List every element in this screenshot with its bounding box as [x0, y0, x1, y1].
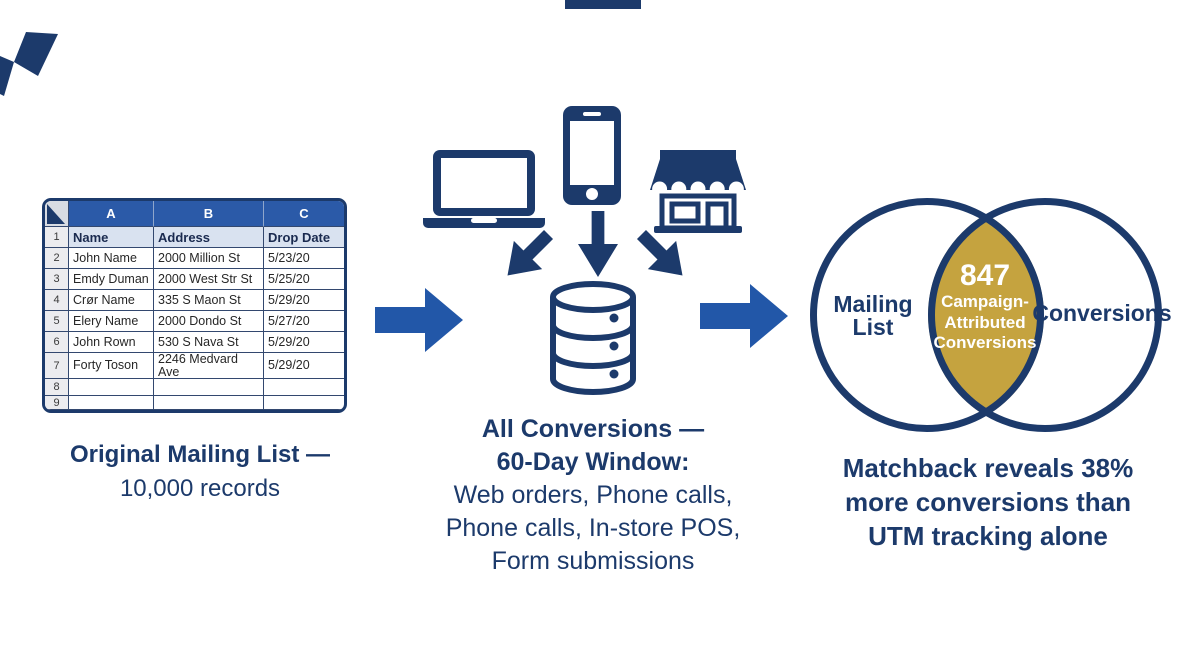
field-header-cell: Drop Date: [264, 227, 344, 248]
venn-left-label-line: Mailing: [833, 291, 913, 317]
caption-line: Matchback reveals 38%: [842, 453, 1134, 483]
data-cell: [69, 379, 154, 396]
data-cell: [154, 379, 264, 396]
smartphone-icon: [563, 106, 621, 205]
venn-intersection-label: 847 Campaign- Attributed Conversions: [924, 260, 1046, 354]
data-cell: [264, 379, 344, 396]
data-cell: Crør Name: [69, 290, 154, 311]
data-cell: 5/23/20: [264, 248, 344, 269]
venn-left-label: Mailing List: [818, 293, 928, 339]
flow-arrow-left: [375, 288, 463, 352]
row-number: 4: [45, 290, 69, 311]
field-header-cell: Address: [154, 227, 264, 248]
venn-intersection-shape: [928, 214, 1044, 416]
top-bar-decoration: [565, 0, 641, 9]
column-letter: A: [69, 201, 154, 227]
data-cell: 5/25/20: [264, 269, 344, 290]
caption-line: All Conversions —: [481, 415, 705, 443]
intersection-label-line: Attributed: [944, 312, 1026, 332]
row-number: 6: [45, 332, 69, 353]
mailing-list-caption: Original Mailing List — 10,000 records: [20, 438, 380, 506]
column-letter: C: [264, 201, 344, 227]
venn-left-circle: [810, 198, 1044, 432]
laptop-icon: [423, 150, 545, 228]
intersection-label-line: Conversions: [933, 333, 1037, 352]
row-number: 3: [45, 269, 69, 290]
data-cell: 5/29/20: [264, 290, 344, 311]
field-header-cell: Name: [69, 227, 154, 248]
intersection-label-line: Campaign-: [941, 292, 1029, 311]
data-cell: 2000 Million St: [154, 248, 264, 269]
data-cell: John Name: [69, 248, 154, 269]
matchback-caption: Matchback reveals 38% more conversions t…: [813, 451, 1163, 553]
data-cell: 5/29/20: [264, 332, 344, 353]
data-cell: [154, 396, 264, 410]
row-number: 7: [45, 353, 69, 379]
data-cell: 5/29/20: [264, 353, 344, 379]
caption-line: more conversions than: [844, 487, 1132, 517]
conversions-caption: All Conversions — 60-Day Window: Web ord…: [408, 413, 778, 578]
caption-line: Phone calls, In-store POS,: [445, 514, 741, 542]
caption-line: Original Mailing List —: [69, 441, 330, 468]
row-number: 5: [45, 311, 69, 332]
storefront-icon: [650, 150, 746, 233]
row-number: 9: [45, 396, 69, 410]
data-cell: 335 S Maon St: [154, 290, 264, 311]
caption-line: 60-Day Window:: [496, 448, 690, 476]
caption-line: UTM tracking alone: [868, 521, 1108, 551]
data-cell: Emdy Duman: [69, 269, 154, 290]
data-cell: Forty Toson: [69, 353, 154, 379]
row-number: 1: [45, 227, 69, 248]
caption-line: Web orders, Phone calls,: [453, 481, 733, 509]
corner-triangle: [47, 204, 65, 224]
row-number: 2: [45, 248, 69, 269]
database-icon: [550, 281, 636, 395]
laptop-to-database-arrow: [507, 229, 554, 276]
data-cell: Elery Name: [69, 311, 154, 332]
data-cell: 5/27/20: [264, 311, 344, 332]
data-cell: 2000 Dondo St: [154, 311, 264, 332]
data-cell: 2000 West Str St: [154, 269, 264, 290]
column-letter: B: [154, 201, 264, 227]
venn-right-label: Conversions: [1032, 300, 1172, 326]
flow-arrow-right: [700, 284, 788, 348]
select-all-corner: [45, 201, 69, 227]
venn-left-label-line: List: [852, 314, 894, 340]
phone-to-database-arrow: [578, 211, 618, 277]
data-cell: John Rown: [69, 332, 154, 353]
venn-diagram: [810, 198, 1162, 432]
row-number: 8: [45, 379, 69, 396]
store-to-database-arrow: [636, 229, 683, 276]
data-cell: [264, 396, 344, 410]
data-cell: 530 S Nava St: [154, 332, 264, 353]
corner-swoosh-decoration: [0, 32, 58, 96]
intersection-value: 847: [959, 259, 1011, 292]
caption-line: 10,000 records: [119, 475, 281, 502]
caption-line: Form submissions: [491, 547, 695, 575]
venn-right-circle: [928, 198, 1162, 432]
data-cell: [69, 396, 154, 410]
data-cell: 2246 Medvard Ave: [154, 353, 264, 379]
